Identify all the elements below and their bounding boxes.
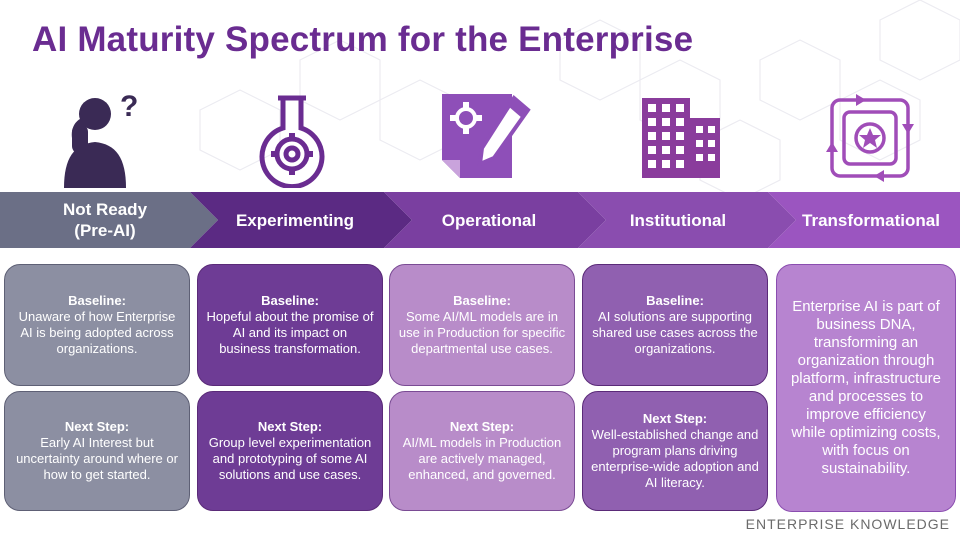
- confused-person-icon: ?: [50, 88, 150, 188]
- stage-label-experimenting: Experimenting: [235, 210, 355, 230]
- stage-band-0: [0, 192, 218, 248]
- next-step-heading: Next Step:: [449, 419, 515, 434]
- stage-label-institutional: Institutional: [629, 210, 727, 230]
- transformational-summary-card: Enterprise AI is part of business DNA, t…: [776, 264, 956, 512]
- baseline-card-operational: Baseline: Some AI/ML models are in use i…: [389, 264, 575, 386]
- next-step-heading: Next Step:: [64, 419, 130, 434]
- baseline-heading: Baseline:: [261, 293, 319, 308]
- stage-band-3: [578, 192, 796, 248]
- office-buildings-icon: [630, 88, 730, 188]
- flask-gear-icon: [242, 88, 342, 190]
- stage-label-not-ready: Not Ready (Pre-AI): [62, 200, 148, 240]
- star-cycle-icon: [820, 88, 920, 188]
- next-step-card-operational: Next Step: AI/ML models in Production ar…: [389, 391, 575, 511]
- brand-footer: ENTERPRISE KNOWLEDGE: [745, 516, 950, 532]
- baseline-text: Unaware of how Enterprise AI is being ad…: [18, 309, 176, 356]
- baseline-card-institutional: Baseline: AI solutions are supporting sh…: [582, 264, 768, 386]
- baseline-heading: Baseline:: [68, 293, 126, 308]
- baseline-text: AI solutions are supporting shared use c…: [592, 309, 758, 356]
- next-step-heading: Next Step:: [642, 411, 708, 426]
- next-step-card-not-ready: Next Step: Early AI Interest but uncerta…: [4, 391, 190, 511]
- baseline-card-not-ready: Baseline: Unaware of how Enterprise AI i…: [4, 264, 190, 386]
- baseline-text: Hopeful about the promise of AI and its …: [206, 309, 374, 356]
- next-step-heading: Next Step:: [257, 419, 323, 434]
- page-title: AI Maturity Spectrum for the Enterprise: [32, 20, 694, 59]
- gear-document-pencil-icon: [436, 88, 536, 188]
- next-step-text: AI/ML models in Production are actively …: [402, 435, 562, 482]
- transformational-text: Enterprise AI is part of business DNA, t…: [790, 298, 942, 477]
- next-step-text: Well-established change and program plan…: [591, 427, 759, 490]
- stage-band-4: [768, 192, 960, 248]
- stage-label-transformational: Transformational: [802, 210, 940, 230]
- next-step-card-experimenting: Next Step: Group level experimentation a…: [197, 391, 383, 511]
- baseline-heading: Baseline:: [453, 293, 511, 308]
- stage-arrow-band: [0, 192, 960, 248]
- next-step-text: Early AI Interest but uncertainty around…: [16, 435, 178, 482]
- baseline-heading: Baseline:: [646, 293, 704, 308]
- svg-text:?: ?: [120, 90, 138, 123]
- stage-label-operational: Operational: [441, 210, 537, 230]
- stage-band-2: [384, 192, 606, 248]
- next-step-card-institutional: Next Step: Well-established change and p…: [582, 391, 768, 511]
- baseline-card-experimenting: Baseline: Hopeful about the promise of A…: [197, 264, 383, 386]
- baseline-text: Some AI/ML models are in use in Producti…: [398, 309, 566, 356]
- next-step-text: Group level experimentation and prototyp…: [208, 435, 372, 482]
- stage-band-1: [190, 192, 412, 248]
